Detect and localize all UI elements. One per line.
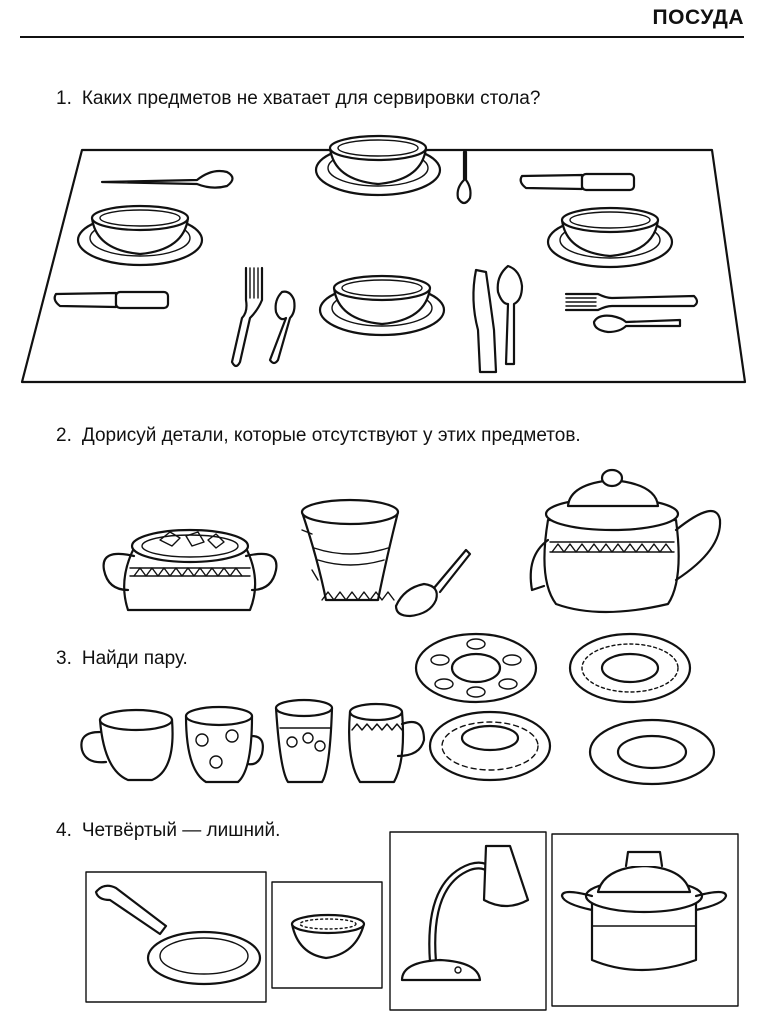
odd-one-out-illustration bbox=[85, 831, 739, 1011]
sugar-bowl bbox=[102, 528, 278, 612]
fork-right bbox=[564, 292, 699, 312]
incomplete-items-illustration bbox=[102, 468, 722, 618]
saucer-ovals bbox=[414, 632, 538, 704]
task-4-text: Четвёртый — лишний. bbox=[81, 820, 281, 841]
frame-pot bbox=[551, 833, 739, 1007]
plate-with-bowl-right bbox=[546, 206, 674, 269]
glass-patterned bbox=[274, 698, 334, 784]
cup-spotted bbox=[184, 705, 264, 784]
task-3-text: Найди пару. bbox=[81, 648, 188, 669]
knife-bottom-left bbox=[53, 290, 170, 310]
spoon-right bbox=[496, 264, 524, 366]
frame-frying-pan bbox=[85, 871, 267, 1003]
cup-plain bbox=[80, 708, 174, 782]
frying-pan bbox=[94, 884, 262, 986]
mug-decorated bbox=[348, 702, 426, 784]
header-divider bbox=[20, 36, 744, 38]
spoon-top-left bbox=[100, 169, 234, 189]
task-1-heading: 1. Каких предметов не хватает для сервиро… bbox=[56, 88, 540, 110]
task-4-number: 4. bbox=[56, 820, 72, 841]
task-1-text: Каких предметов не хватает для сервировк… bbox=[81, 88, 541, 109]
cup-missing-handle bbox=[300, 498, 400, 602]
teaspoon-top bbox=[456, 150, 472, 205]
plate-with-bowl-center bbox=[318, 274, 446, 337]
task-3-heading: 3. Найди пару. bbox=[56, 648, 188, 670]
spoon-missing-handle bbox=[394, 548, 472, 618]
task-2-text: Дорисуй детали, которые отсутствуют у эт… bbox=[81, 425, 581, 446]
saucer-plain bbox=[588, 718, 716, 786]
task-2-heading: 2. Дорисуй детали, которые отсутствуют у … bbox=[56, 425, 581, 447]
saucer-dotted-border bbox=[568, 632, 692, 704]
task-1-number: 1. bbox=[56, 88, 72, 109]
plate-with-bowl-left bbox=[76, 204, 204, 267]
frame-bowl bbox=[271, 881, 383, 989]
plate-with-bowl-top bbox=[314, 134, 442, 197]
saucer-floral bbox=[428, 710, 552, 782]
task-4-heading: 4. Четвёртый — лишний. bbox=[56, 820, 280, 842]
tablecloth bbox=[20, 148, 747, 384]
page-title: ПОСУДА bbox=[652, 6, 744, 29]
task-2-number: 2. bbox=[56, 425, 72, 446]
knife-top-right bbox=[519, 172, 636, 192]
table-setting-illustration bbox=[20, 134, 747, 384]
teapot-missing-spout bbox=[529, 468, 722, 614]
knife-right bbox=[472, 268, 498, 374]
teaspoon-right bbox=[592, 314, 682, 334]
find-pair-illustration bbox=[80, 632, 716, 786]
task-3-number: 3. bbox=[56, 648, 72, 669]
spoon-left bbox=[268, 290, 296, 365]
desk-lamp bbox=[400, 844, 530, 982]
frame-lamp bbox=[389, 831, 547, 1011]
cooking-pot bbox=[560, 850, 728, 972]
small-bowl bbox=[290, 913, 366, 960]
